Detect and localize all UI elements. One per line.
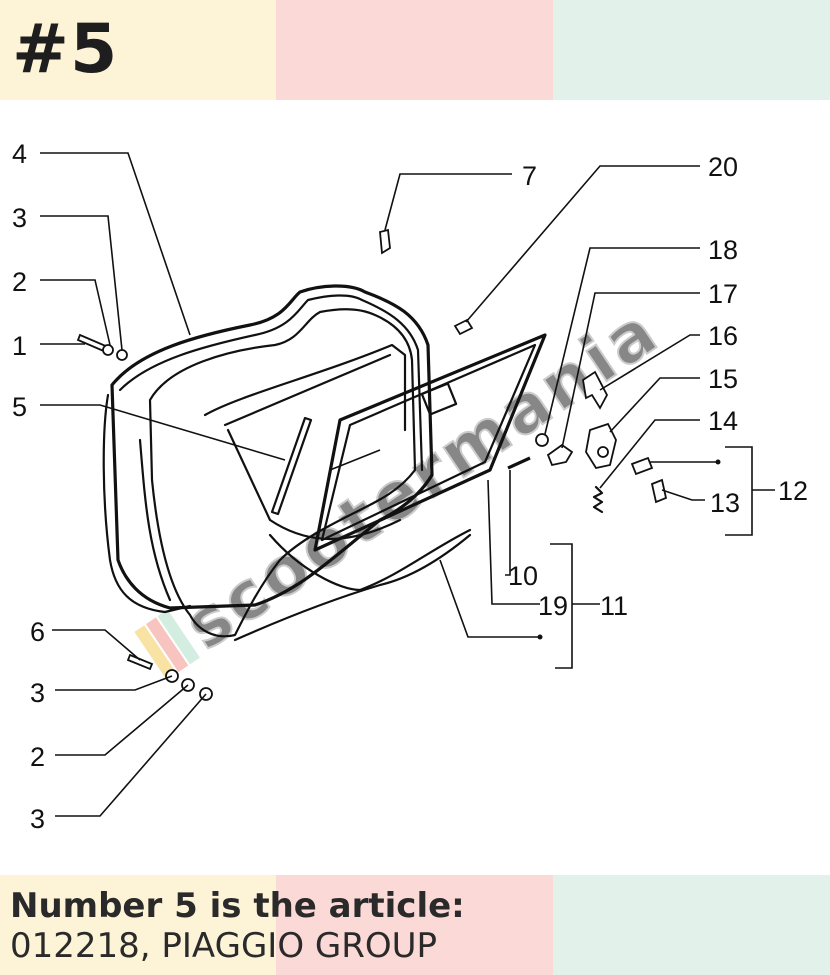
callout-label: 5	[12, 392, 27, 422]
caption-title: Number 5 is the article:	[10, 886, 465, 926]
caption-article: 012218, PIAGGIO GROUP	[10, 926, 438, 966]
exploded-parts-diagram: scootermania	[12, 139, 808, 834]
callout-label: 1	[12, 331, 27, 361]
callout-label: 15	[708, 364, 738, 394]
callout-labels: 4 3 2 1 5 6 3 2 3 7 20 18 17 16 15 14 13…	[12, 139, 808, 834]
callout-label: 3	[30, 804, 45, 834]
callout-label: 17	[708, 279, 738, 309]
glovebox-body	[102, 284, 472, 642]
callout-label: 3	[30, 678, 45, 708]
callout-label: 16	[708, 321, 738, 351]
lid-strut	[270, 416, 313, 516]
leader-lines	[40, 152, 775, 817]
glovebox-lid	[313, 333, 547, 552]
callout-label: 6	[30, 617, 45, 647]
callout-label: 19	[538, 591, 568, 621]
bottom-color-band	[0, 875, 830, 975]
watermark-text: scootermania	[171, 291, 673, 664]
callout-label: 14	[708, 406, 738, 436]
callout-label: 13	[710, 488, 740, 518]
callout-label: 12	[778, 476, 808, 506]
callout-label: 11	[600, 591, 628, 621]
callout-label: 2	[30, 742, 45, 772]
top-color-band	[0, 0, 830, 100]
callout-label: 3	[12, 203, 27, 233]
callout-label: 4	[12, 139, 27, 169]
callout-label: 20	[708, 152, 738, 182]
callout-label: 10	[508, 561, 538, 591]
small-parts	[76, 228, 668, 701]
callout-label: 7	[522, 161, 537, 191]
callout-label: 2	[12, 267, 27, 297]
part-number-heading: #5	[12, 10, 119, 89]
callout-label: 18	[708, 235, 738, 265]
watermark: scootermania	[134, 290, 674, 681]
